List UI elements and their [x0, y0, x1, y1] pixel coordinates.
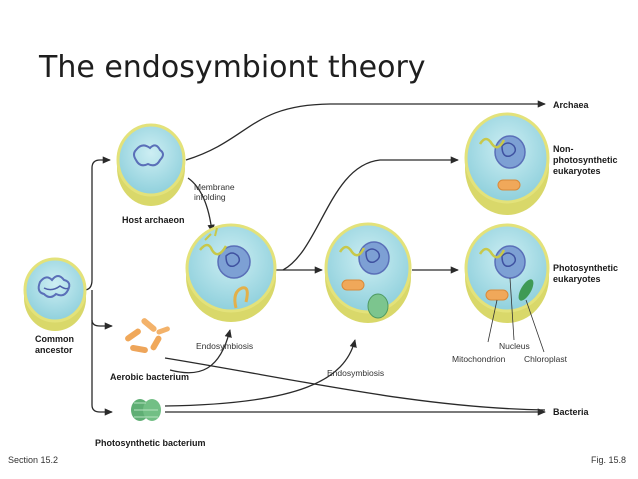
common-ancestor-label-1: Common	[35, 334, 74, 344]
endosymbiosis-label-1: Endosymbiosis	[196, 341, 253, 351]
common-ancestor-cell	[23, 257, 87, 331]
slide-title: The endosymbiont theory	[39, 50, 426, 85]
arrow-membrane-infolding	[187, 177, 215, 233]
mitochondrion-label: Mitochondrion	[452, 354, 506, 364]
trunk-to-photo-bacterium	[91, 320, 113, 416]
chloroplast-icon	[518, 279, 534, 301]
mitochondrion-icon	[497, 179, 521, 191]
trunk-line	[83, 156, 111, 291]
common-ancestor-label-2: ancestor	[35, 345, 73, 355]
nucleus-label: Nucleus	[499, 341, 530, 351]
organelle-pointers	[487, 277, 545, 353]
photosynthetic-bacterium-label: Photosynthetic bacterium	[95, 438, 206, 448]
nonphotosynthetic-label-1: Non-	[553, 144, 574, 154]
host-archaeon-cell	[116, 123, 186, 206]
photosynthetic-eukaryote-cell	[464, 223, 550, 323]
aerobic-bacterium-icon	[125, 318, 170, 354]
chloroplast-label: Chloroplast	[524, 354, 568, 364]
photosynthetic-label-2: eukaryotes	[553, 274, 601, 284]
endosymbiosis-label-2: Endosymbiosis	[327, 368, 384, 378]
section-label: Section 15.2	[8, 455, 59, 465]
bacteria-label: Bacteria	[553, 407, 590, 417]
archaea-label: Archaea	[553, 100, 590, 110]
figure-reference: Fig. 15.8	[590, 455, 626, 465]
nonphotosynthetic-label-2: photosynthetic	[553, 155, 618, 165]
arrow-to-archaea	[185, 100, 546, 161]
aerobic-bacterium-label: Aerobic bacterium	[110, 372, 189, 382]
nucleus-icon	[358, 241, 390, 275]
lineage-arrows	[83, 100, 547, 416]
endosymbiosis-cell-2	[324, 222, 412, 323]
photosynthetic-label-1: Photosynthetic	[553, 263, 618, 273]
host-archaeon-label: Host archaeon	[122, 215, 185, 225]
arrow-aerobic-to-bacteria	[164, 357, 546, 411]
arrow-to-nonphoto	[282, 156, 459, 271]
mitochondrion-icon	[485, 289, 509, 301]
nucleus-icon	[494, 245, 526, 279]
nucleus-icon	[494, 135, 526, 169]
nonphotosynthetic-label-3: eukaryotes	[553, 166, 601, 176]
er-membrane	[199, 243, 228, 256]
photosynthetic-bacterium-icon	[131, 399, 161, 421]
arrow-photobact-endosymbiosis	[164, 339, 357, 407]
arrow-aerobic-endosymbiosis	[169, 329, 232, 374]
trunk-to-aerobic	[91, 290, 113, 330]
membrane-infolding-label-1: Membrane	[194, 182, 235, 192]
engulfed-bacterium	[233, 286, 249, 309]
nucleus-icon	[217, 245, 251, 279]
chloroplast-icon	[367, 293, 389, 319]
membrane-infolding-label-2: infolding	[194, 192, 226, 202]
mitochondrion-icon	[341, 279, 365, 291]
endosymbiosis-cell-1	[185, 223, 277, 322]
nonphotosynthetic-eukaryote-cell	[464, 112, 550, 215]
